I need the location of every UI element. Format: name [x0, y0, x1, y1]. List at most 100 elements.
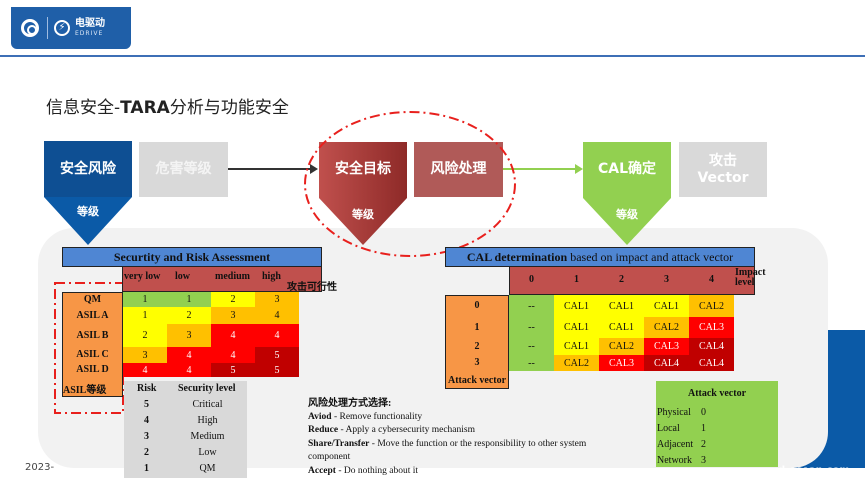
attack-vector-row-label: 0 — [474, 300, 480, 311]
risk-cell: 3 — [255, 292, 299, 307]
risk-cell: 5 — [211, 363, 255, 377]
legend-security-level: Medium — [190, 431, 225, 442]
impact-level-label: Impact level — [735, 268, 766, 288]
cal-determination-shape — [583, 142, 671, 245]
asil-row-label: ASIL C — [76, 349, 109, 360]
cal-title-rest: based on impact and attack vector — [567, 250, 734, 264]
attack-vector-legend-title: Attack vector — [687, 388, 747, 399]
attack-vector-name: Network — [657, 455, 692, 466]
cal-column-header: 2 — [619, 274, 624, 285]
security-goal-shape — [319, 142, 407, 245]
risk-cell: 4 — [255, 324, 299, 347]
cal-title-bold: CAL determination — [466, 250, 568, 264]
security-risk-sub: 等级 — [77, 205, 99, 218]
cal-cell: CAL3 — [599, 355, 644, 371]
attack-vector-label-column — [445, 295, 509, 389]
legend-security-level: Low — [198, 447, 217, 458]
attack-vector-name: Physical — [657, 407, 691, 418]
risk-cell: 1 — [167, 292, 211, 307]
security-goal-sub: 等级 — [352, 208, 374, 221]
treatment-item: Accept - Do nothing about it — [308, 465, 608, 479]
legend-security-level: High — [197, 415, 218, 426]
cal-cell: -- — [509, 295, 554, 317]
legend-header-risk: Risk — [137, 383, 157, 394]
risk-cell: 3 — [123, 347, 167, 363]
attack-vector-shape — [679, 142, 767, 197]
cal-cell: CAL1 — [644, 295, 689, 317]
asil-highlight-frame — [54, 282, 124, 414]
treatment-item: Share/Transfer - Move the function or th… — [308, 438, 608, 465]
cal-cell: CAL4 — [689, 338, 734, 355]
cal-cell: -- — [509, 338, 554, 355]
cal-cell: CAL1 — [599, 295, 644, 317]
risk-table-header — [122, 267, 322, 292]
attack-feasibility-label: 攻击可行性 — [287, 282, 337, 293]
legend-risk-value: 1 — [144, 463, 149, 474]
cal-cell: CAL4 — [689, 355, 734, 371]
risk-column-header: low — [175, 271, 190, 282]
risk-cell: 5 — [255, 363, 299, 377]
treatment-desc: - Do nothing about it — [335, 465, 419, 476]
cal-cell: CAL2 — [644, 317, 689, 338]
company-logo: ⚡ 电驱动 EDRIVE — [11, 7, 131, 49]
highlight-ellipse — [304, 111, 516, 257]
risk-cell: 1 — [123, 292, 167, 307]
cal-cell: CAL3 — [689, 317, 734, 338]
title-suffix: 分析与功能安全 — [169, 98, 289, 118]
cal-cell: -- — [509, 355, 554, 371]
impact-label-1: Impact — [735, 267, 766, 278]
asil-row-label: QM — [83, 294, 102, 305]
cal-column-header: 1 — [574, 274, 579, 285]
risk-cell: 4 — [211, 347, 255, 363]
footer-date: 2023- — [25, 462, 55, 473]
legend-risk-value: 3 — [144, 431, 149, 442]
risk-cell: 2 — [123, 324, 167, 347]
security-goal-label: 安全目标 — [335, 161, 391, 177]
cal-column-header: 3 — [664, 274, 669, 285]
risk-treatment-label: 风险处理 — [430, 161, 487, 177]
attack-vector-legend — [656, 381, 778, 467]
security-risk-label: 安全风险 — [60, 160, 116, 177]
cal-cell: CAL2 — [599, 338, 644, 355]
brand-b-icon — [21, 19, 39, 37]
logo-divider — [47, 17, 48, 39]
edrive-icon: ⚡ — [54, 20, 70, 36]
risk-cell: 4 — [123, 363, 167, 377]
impact-label-2: level — [735, 277, 755, 288]
attack-vector-label-line1: 攻击 — [709, 152, 737, 169]
asil-level-label: ASIL等级 — [63, 385, 107, 396]
risk-legend — [124, 381, 247, 478]
risk-cell: 2 — [167, 307, 211, 324]
treatment-desc: - Remove functionality — [331, 411, 423, 422]
legend-risk-value: 2 — [144, 447, 149, 458]
treatment-desc: - Apply a cybersecurity mechanism — [338, 425, 475, 435]
asil-row-label: ASIL D — [76, 364, 109, 375]
hazard-level-shape — [139, 142, 228, 197]
treatment-desc: - Move the function or the responsibilit… — [308, 438, 587, 463]
treatment-key: Accept — [308, 465, 336, 476]
logo-subtext: EDRIVE — [75, 30, 104, 37]
treatment-title: 风险处理方式选择: — [308, 398, 392, 409]
cal-cell: CAL1 — [554, 338, 599, 355]
asil-row-label: ASIL A — [76, 310, 109, 321]
attack-vector-value: 0 — [701, 407, 706, 418]
attack-vector-value: 2 — [701, 439, 706, 450]
risk-cell: 5 — [255, 347, 299, 363]
page-title: 信息安全-TARA分析与功能安全 — [46, 93, 289, 118]
risk-cell: 4 — [211, 324, 255, 347]
cal-determination-label: CAL确定 — [597, 161, 657, 177]
cal-column-header: 0 — [529, 274, 534, 285]
cal-cell: CAL1 — [554, 295, 599, 317]
legend-risk-value: 4 — [144, 415, 149, 426]
footer-url: d-ocean.com — [778, 465, 850, 476]
cal-column-header: 4 — [709, 274, 714, 285]
risk-cell: 2 — [211, 292, 255, 307]
risk-cell: 3 — [211, 307, 255, 324]
risk-column-header: high — [262, 271, 281, 282]
cal-cell: -- — [509, 317, 554, 338]
asil-label-column — [62, 292, 123, 397]
legend-risk-value: 5 — [144, 399, 149, 410]
cal-table-header — [509, 267, 755, 295]
